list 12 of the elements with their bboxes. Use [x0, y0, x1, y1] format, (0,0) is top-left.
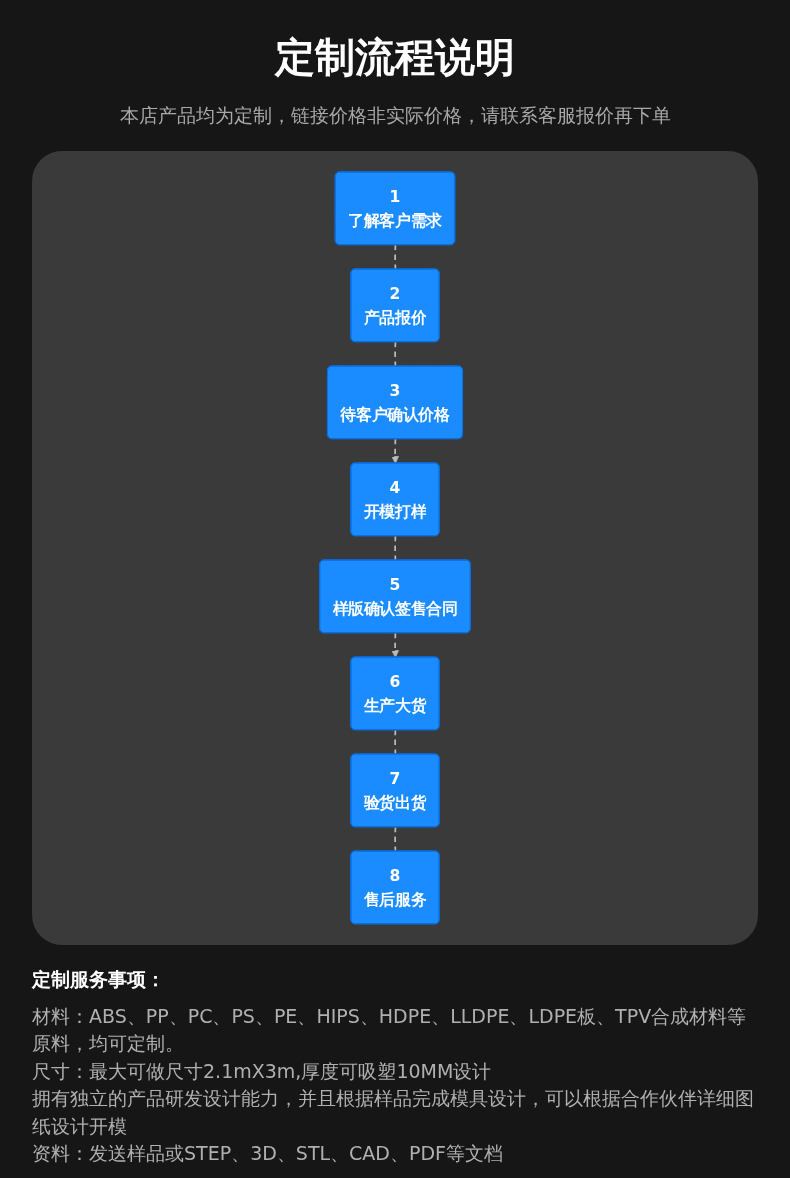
paragraph: 拥有独立的产品研发设计能力，并且根据样品完成模具设计，可以根据合作伙伴详细图纸设计开模 [32, 1086, 755, 1139]
section-heading: 定制服务事项： [32, 966, 166, 992]
arrow [391, 438, 399, 464]
connector [394, 729, 397, 756]
subtitle: 本店产品均为定制，链接价格非实际价格，请联系客服报价再下单 [118, 103, 672, 128]
arrow [391, 632, 399, 658]
title: 定制流程说明 [273, 33, 516, 82]
paragraph: 材料：ABS、PP、PC、PS、PE、HIPS、HDPE、LLDPE、LDPE板、TPV合成材料等原料，均可定制。 [32, 1003, 748, 1057]
connector [394, 826, 397, 853]
paragraph: 尺寸：最大可做尺寸2.1mX3m,厚度可吸塑10MM设计 [32, 1058, 493, 1084]
panel-background: 1 了解客户需求 2 产品报价 3 待客户确认价格 4 开模打样 5 样版确认签售合同 6 生产大货 7 验货出货 8 售后服务 [32, 151, 758, 945]
paragraph: 资料：发送样品或STEP、3D、STL、CAD、PDF等文档 [32, 1141, 504, 1167]
